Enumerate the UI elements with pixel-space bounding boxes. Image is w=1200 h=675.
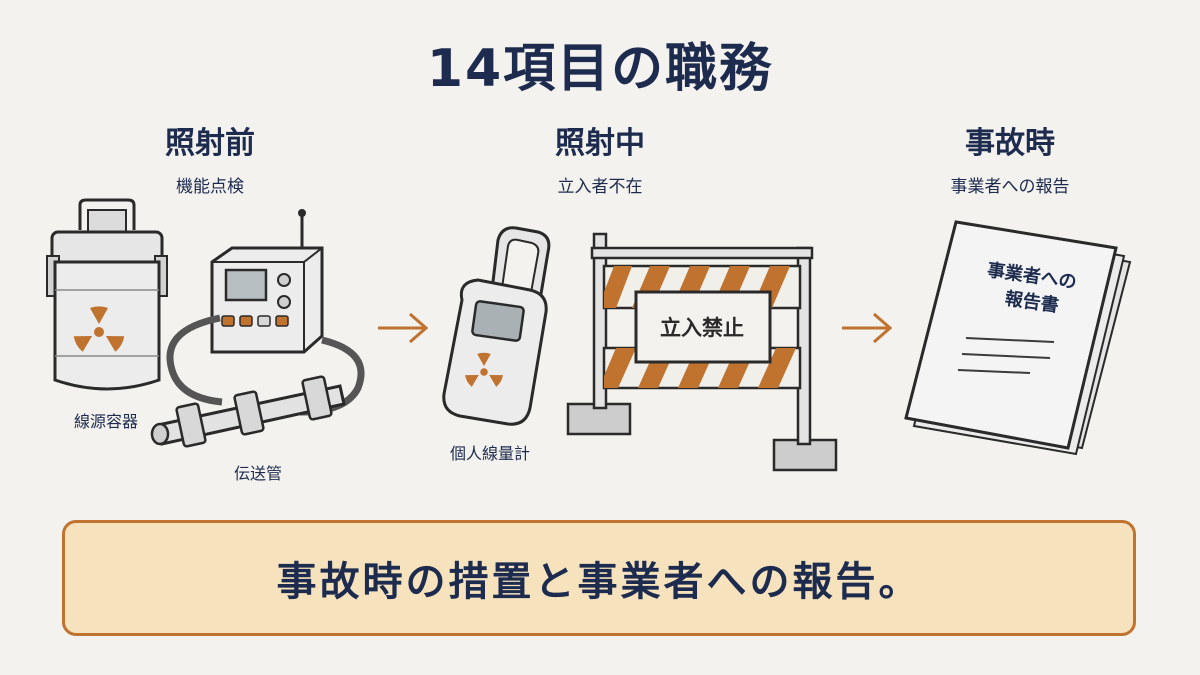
stage-before-subtitle: 機能点検 [176, 177, 244, 197]
barrier [566, 232, 838, 472]
stage-accident-title: 事故時 [965, 126, 1055, 161]
control-unit [210, 209, 324, 354]
dosimeter-label: 個人線量計 [449, 444, 530, 463]
personal-dosimeter [442, 226, 551, 426]
arrow-right-icon [842, 312, 893, 344]
barrier-sign-text: 立入禁止 [660, 316, 744, 340]
illustration [46, 198, 1132, 472]
transfer-tube-label: 伝送管 [233, 464, 282, 483]
radiation-icon [465, 352, 503, 387]
radiation-icon [73, 306, 125, 352]
stage-accident-subtitle: 事業者への報告 [950, 177, 1070, 197]
stage-during-subtitle: 立入者不在 [557, 177, 643, 197]
source-container-label: 線源容器 [73, 412, 138, 431]
summary-banner: 事故時の措置と事業者への報告。 [62, 520, 1136, 636]
arrow-right-icon [378, 312, 429, 344]
report-document [904, 220, 1132, 456]
summary-text: 事故時の措置と事業者への報告。 [276, 559, 922, 605]
stage-during-title: 照射中 [555, 126, 645, 161]
transfer-tube [150, 375, 346, 448]
stage-before-title: 照射前 [165, 126, 255, 161]
page-title: 14項目の職務 [426, 39, 774, 99]
source-container [46, 198, 168, 391]
